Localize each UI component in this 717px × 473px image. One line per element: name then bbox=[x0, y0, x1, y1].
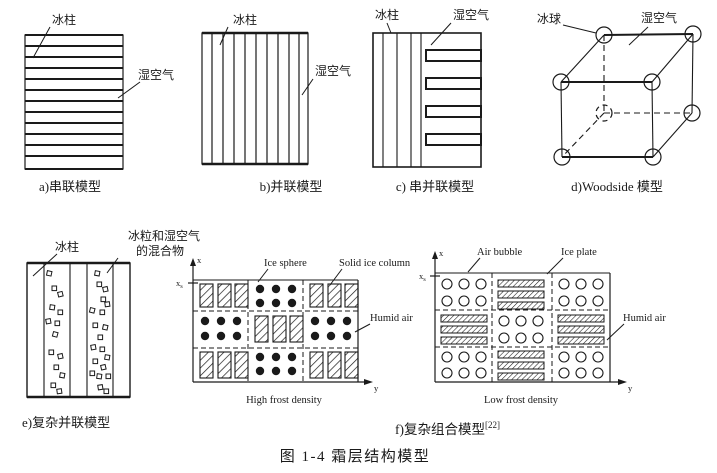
air-bubble-cells bbox=[441, 278, 604, 379]
title-high-frost-density: High frost density bbox=[246, 395, 323, 406]
series-parallel-model-figure bbox=[372, 22, 482, 168]
label-humid-air-f-right: Humid air bbox=[623, 313, 666, 324]
grid-dashed-dividers bbox=[435, 273, 610, 382]
label-ice-column-e: 冰柱 bbox=[55, 239, 79, 254]
ice-particle-squares-band2 bbox=[88, 270, 112, 395]
leader-line bbox=[329, 268, 343, 286]
caption-e: e)复杂并联模型 bbox=[22, 415, 110, 430]
leader-line bbox=[606, 323, 625, 341]
label-ice-column-a: 冰柱 bbox=[52, 12, 76, 27]
series-parallel-horizontal-bars bbox=[425, 49, 482, 146]
leader-line bbox=[32, 26, 51, 59]
x-tick-label-right: xs bbox=[419, 271, 426, 283]
leader-line bbox=[386, 22, 392, 34]
caption-d: d)Woodside 模型 bbox=[571, 179, 663, 194]
caption-b: b)并联模型 bbox=[260, 179, 323, 194]
label-ice-sphere-f: Ice sphere bbox=[264, 258, 307, 269]
leader-line bbox=[117, 81, 141, 99]
parallel-model-stripes bbox=[211, 33, 300, 164]
series-model-stripes bbox=[25, 34, 123, 170]
leader-line bbox=[467, 257, 481, 273]
figure-main-caption: 图 1-4 霜层结构模型 bbox=[280, 448, 431, 465]
leader-line bbox=[430, 22, 452, 46]
label-ice-sphere-d: 冰球 bbox=[537, 12, 561, 26]
leader-line bbox=[257, 268, 269, 283]
band-divider-lines bbox=[43, 263, 114, 397]
ice-particle-squares-band1 bbox=[45, 270, 66, 395]
parallel-model-figure bbox=[201, 26, 314, 166]
caption-c: c) 串并联模型 bbox=[396, 179, 474, 194]
ice-plate-cells bbox=[440, 279, 605, 381]
label-air-bubble: Air bubble bbox=[477, 247, 523, 258]
hidden-ice-sphere bbox=[595, 104, 613, 122]
leader-line bbox=[106, 257, 119, 274]
ice-sphere-corners bbox=[552, 25, 702, 166]
label-solid-ice-column-f: Solid ice column bbox=[339, 258, 411, 269]
x-axis-label-right: x bbox=[439, 248, 444, 258]
label-ice-column-c: 冰柱 bbox=[375, 7, 399, 22]
y-axis-label-right: y bbox=[628, 383, 633, 393]
solid-ice-column-cells bbox=[199, 283, 359, 379]
caption-f: f)复杂组合模型[22] bbox=[395, 420, 500, 437]
leader-line bbox=[32, 253, 58, 277]
leader-line bbox=[301, 78, 314, 96]
label-humid-air-c: 湿空气 bbox=[453, 7, 489, 22]
x-tick-label-left: xs bbox=[176, 278, 183, 290]
y-axis-label-left: y bbox=[374, 383, 379, 393]
series-parallel-vertical-stripes bbox=[382, 33, 422, 167]
low-frost-density-grid bbox=[430, 251, 627, 385]
leader-line bbox=[219, 26, 229, 46]
xy-axes-left-grid bbox=[188, 258, 373, 385]
label-ice-plate: Ice plate bbox=[561, 247, 597, 258]
label-mixture-line2: 的混合物 bbox=[136, 243, 184, 258]
x-axis-label-left: x bbox=[197, 255, 202, 265]
high-frost-density-grid bbox=[188, 258, 373, 385]
ice-sphere-cells bbox=[200, 284, 352, 376]
leader-line bbox=[628, 26, 649, 46]
label-mixture-line1: 冰粒和湿空气 bbox=[128, 228, 200, 243]
leader-line bbox=[562, 24, 597, 34]
series-model-figure bbox=[24, 26, 141, 170]
label-humid-air-d: 湿空气 bbox=[641, 10, 677, 25]
label-humid-air-a: 湿空气 bbox=[138, 67, 174, 82]
woodside-model-figure bbox=[552, 24, 702, 166]
label-humid-air-f-left: Humid air bbox=[370, 313, 413, 324]
caption-a: a)串联模型 bbox=[39, 179, 101, 194]
leader-line bbox=[546, 257, 564, 275]
leader-line bbox=[354, 323, 371, 333]
title-low-frost-density: Low frost density bbox=[484, 395, 559, 406]
label-ice-column-b: 冰柱 bbox=[233, 12, 257, 27]
complex-parallel-model-figure bbox=[26, 253, 131, 399]
xy-axes-right-grid bbox=[430, 251, 627, 385]
label-humid-air-b: 湿空气 bbox=[315, 63, 351, 78]
